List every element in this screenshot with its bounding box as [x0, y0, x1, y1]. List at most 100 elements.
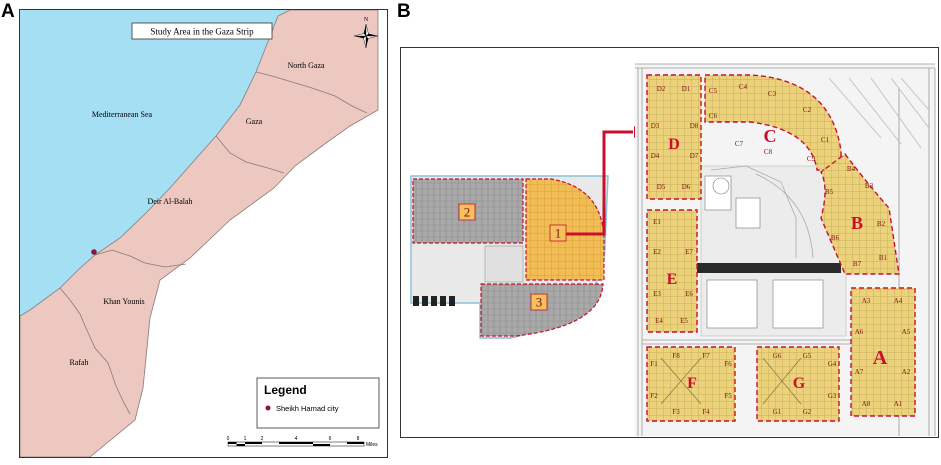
north-label: N: [364, 17, 369, 23]
site-plan: [635, 63, 936, 436]
lot-label: G4: [828, 360, 837, 368]
lot-label: B2: [877, 220, 886, 228]
label-gaza: Gaza: [246, 117, 263, 126]
north-arrow-icon: [353, 23, 379, 49]
lot-label: D2: [657, 85, 666, 93]
scale-tick-0: 0: [227, 436, 230, 442]
legend-box: [256, 377, 380, 429]
lot-label: E7: [685, 248, 693, 256]
lot-label: C7: [735, 140, 744, 148]
label-north-gaza: North Gaza: [287, 61, 325, 70]
legend-title: Legend: [264, 383, 307, 397]
block-a-label: A: [873, 347, 888, 369]
zone-1-label: 1: [555, 226, 562, 241]
lot-label: C2: [803, 106, 812, 114]
map-a-title-box: [131, 22, 273, 40]
lot-label: C5: [709, 87, 718, 95]
lot-label: F3: [672, 408, 680, 416]
lot-label: G2: [803, 408, 812, 416]
lot-label: C6: [709, 112, 718, 120]
block-b: [820, 153, 900, 275]
lot-label: F2: [650, 392, 658, 400]
zone-2-label: 2: [464, 205, 471, 220]
block-c-label: C: [764, 126, 777, 146]
lot-label: D7: [690, 152, 699, 160]
block-f-label: F: [687, 375, 697, 392]
lot-label: D5: [657, 183, 666, 191]
lot-label: B3: [865, 182, 874, 190]
scale-bar: [227, 441, 365, 447]
outline-buildings: [413, 296, 455, 306]
lot-label: C9: [807, 155, 816, 163]
zone-overview-map: 2 1 3: [410, 175, 609, 339]
lot-label: B6: [831, 234, 840, 242]
lot-label: E6: [685, 290, 693, 298]
zoom-arrow: [566, 130, 633, 236]
lot-label: E4: [655, 317, 663, 325]
lot-label: F4: [702, 408, 710, 416]
lot-label: G5: [803, 352, 812, 360]
lot-label: A2: [902, 368, 911, 376]
lot-label: E1: [653, 218, 661, 226]
lot-label: A5: [902, 328, 911, 336]
lot-label: B4: [847, 165, 856, 173]
scale-tick-6: 6: [329, 436, 332, 442]
label-rafah: Rafah: [69, 358, 88, 367]
mediterranean-sea: [20, 10, 290, 316]
governorate-borders: [59, 71, 368, 415]
lot-label: D3: [651, 122, 660, 130]
label-mediterranean-sea: Mediterranean Sea: [92, 110, 153, 119]
block-b-label: B: [851, 213, 863, 233]
block-d: [646, 74, 702, 200]
block-f: [646, 346, 736, 422]
map-a-svg: Study Area in the Gaza Strip N Mediterra…: [19, 9, 380, 458]
lot-label: F7: [702, 352, 710, 360]
lot-label: E5: [680, 317, 688, 325]
lot-label: F5: [724, 392, 732, 400]
scale-tick-1: 1: [244, 436, 247, 442]
map-a-frame: Study Area in the Gaza Strip N Mediterra…: [19, 9, 388, 458]
lot-label: E3: [653, 290, 661, 298]
lot-label: C8: [764, 148, 773, 156]
lot-label: G1: [773, 408, 782, 416]
panel-a-label: A: [1, 1, 15, 22]
scale-unit: Miles: [366, 442, 378, 448]
lot-label: G6: [773, 352, 782, 360]
panel-b-label: B: [397, 1, 411, 22]
block-d-label: D: [668, 136, 680, 153]
map-b-frame: 2 1 3: [400, 47, 939, 438]
label-deir-al-balah: Deir Al-Balah: [147, 197, 192, 206]
map-a-title: Study Area in the Gaza Strip: [150, 27, 254, 37]
lot-label: A3: [862, 297, 871, 305]
lot-label: C4: [739, 83, 748, 91]
lot-label: A8: [862, 400, 871, 408]
lot-label: D8: [690, 122, 699, 130]
lot-label: F6: [724, 360, 732, 368]
map-b-svg: 2 1 3: [410, 63, 936, 436]
lot-label: B7: [853, 260, 862, 268]
sheikh-hamad-city-point: [91, 249, 97, 255]
scale-tick-2: 2: [261, 436, 264, 442]
lot-label: C1: [821, 136, 830, 144]
legend-marker-icon: [265, 405, 271, 411]
block-e-label: E: [667, 271, 678, 288]
block-e: [646, 209, 698, 333]
lot-label: D4: [651, 152, 660, 160]
lot-label: G3: [828, 392, 837, 400]
block-a: [850, 287, 916, 417]
label-khan-younis: Khan Younis: [103, 297, 144, 306]
lot-label: B1: [879, 254, 888, 262]
lot-label: B5: [825, 188, 834, 196]
lot-label: F8: [672, 352, 680, 360]
legend-item-label: Sheikh Hamad city: [276, 404, 339, 413]
block-g-label: G: [793, 375, 806, 392]
zone-3-label: 3: [536, 295, 543, 310]
lot-label: A6: [855, 328, 864, 336]
lot-label: C3: [768, 90, 777, 98]
central-facilities: [484, 245, 524, 283]
lot-label: F1: [650, 360, 658, 368]
scale-tick-8: 8: [357, 436, 360, 442]
lot-label: A1: [894, 400, 903, 408]
lot-label: E2: [653, 248, 661, 256]
central-dark-strip: [696, 263, 841, 273]
